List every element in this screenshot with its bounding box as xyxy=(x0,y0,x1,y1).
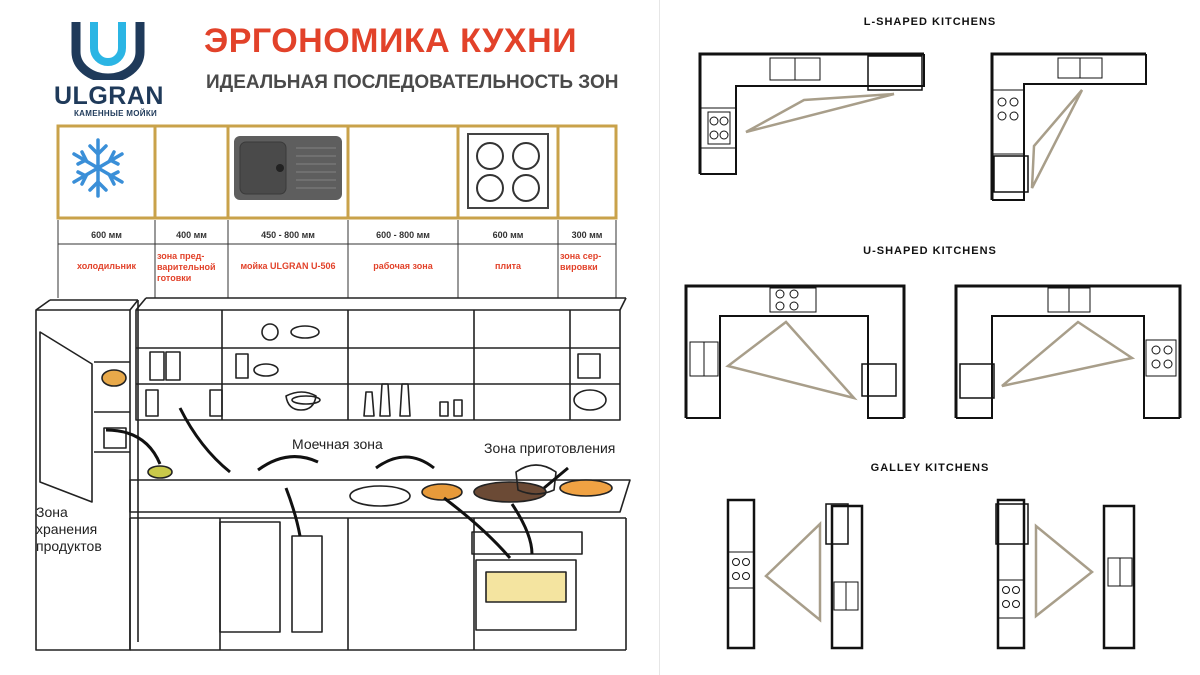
zone-name-work: рабочая зона xyxy=(373,261,433,271)
galley-plan-2 xyxy=(995,498,1136,650)
layout-title-galley: GALLEY KITCHENS xyxy=(870,462,990,474)
cooktop-icon xyxy=(467,133,549,209)
ergonomics-infographic: ULGRAN КАМЕННЫЕ МОЙКИ ЭРГОНОМИКА КУХНИ И… xyxy=(35,0,660,675)
base-cabinets xyxy=(129,518,627,651)
snowflake-icon xyxy=(72,138,124,198)
zone-width-sink: 450 - 800 мм xyxy=(261,230,315,240)
upper-cabinets xyxy=(135,297,627,421)
countertop xyxy=(129,464,631,519)
ulgran-logo-icon xyxy=(71,22,145,80)
brand-name: ULGRAN xyxy=(54,82,164,110)
zone-name-serving: зона сер- вировки xyxy=(560,251,602,272)
layout-title-u-shaped: U-SHAPED KITCHENS xyxy=(863,245,997,257)
zone-width-serving: 300 мм xyxy=(571,230,603,240)
zone-strip xyxy=(56,124,618,298)
galley-plan-1 xyxy=(726,498,864,650)
l-shaped-plan-2 xyxy=(990,52,1147,201)
cooking-zone-label: Зона приготовления xyxy=(484,440,616,456)
u-shaped-plan-2 xyxy=(954,284,1182,419)
storage-zone-label: Зона хранения продуктов xyxy=(36,504,102,554)
zone-width-stove: 600 мм xyxy=(492,230,524,240)
zone-name-stove: плита xyxy=(494,261,522,271)
sink-icon xyxy=(234,136,342,200)
layout-title-l-shaped: L-SHAPED KITCHENS xyxy=(863,16,997,28)
zone-width-fridge: 600 мм xyxy=(91,230,122,240)
page-subtitle: ИДЕАЛЬНАЯ ПОСЛЕДОВАТЕЛЬНОСТЬ ЗОН xyxy=(206,72,619,93)
wash-zone-label: Моечная зона xyxy=(292,436,383,452)
kitchen-sketch xyxy=(35,297,631,651)
zone-width-prep: 400 мм xyxy=(176,230,207,240)
fridge-sketch xyxy=(35,299,139,651)
zone-name-sink: мойка ULGRAN U-506 xyxy=(240,261,336,271)
workflow-arrows xyxy=(105,407,569,559)
page-title: ЭРГОНОМИКА КУХНИ xyxy=(204,22,578,60)
zone-width-work: 600 - 800 мм xyxy=(376,230,430,240)
brand-tagline: КАМЕННЫЕ МОЙКИ xyxy=(74,109,158,118)
zone-name-fridge: холодильник xyxy=(76,261,136,271)
u-shaped-plan-1 xyxy=(684,284,906,419)
zone-name-prep: зона пред- варительной готовки xyxy=(157,251,216,283)
kitchen-layouts-panel: L-SHAPED KITCHENS U-SHAPED KITCHENS GALL… xyxy=(660,0,1200,675)
l-shaped-plan-1 xyxy=(698,52,925,175)
